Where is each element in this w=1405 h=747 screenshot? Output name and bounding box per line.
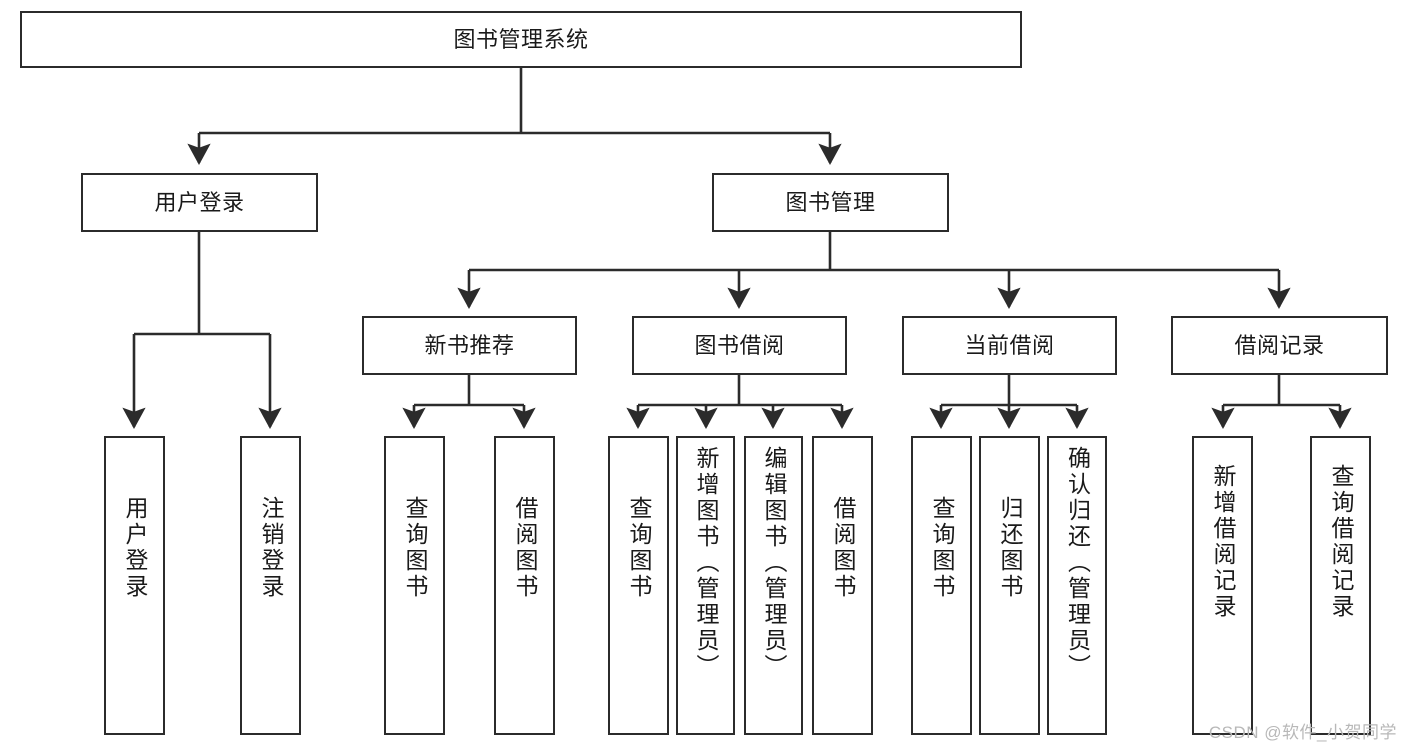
node-leaf-edit-book[interactable]: 编辑图书（管理员） bbox=[744, 436, 803, 735]
node-leaf-confirm-return-label: 确认归还（管理员） bbox=[1064, 446, 1091, 680]
node-leaf-query-book-3[interactable]: 查询图书 bbox=[911, 436, 972, 735]
node-leaf-query-record-label: 查询借阅记录 bbox=[1328, 464, 1354, 620]
node-new-book-recommend[interactable]: 新书推荐 bbox=[362, 316, 577, 375]
node-leaf-edit-book-label: 编辑图书（管理员） bbox=[761, 446, 787, 680]
node-leaf-add-record[interactable]: 新增借阅记录 bbox=[1192, 436, 1253, 735]
node-user-login[interactable]: 用户登录 bbox=[81, 173, 318, 232]
csdn-watermark: CSDN @软件_小贺同学 bbox=[1208, 723, 1397, 742]
node-leaf-borrow-book-1-label: 借阅图书 bbox=[512, 496, 538, 600]
node-book-borrow-label: 图书借阅 bbox=[694, 332, 785, 358]
node-leaf-user-login[interactable]: 用户登录 bbox=[104, 436, 165, 735]
node-leaf-query-book-3-label: 查询图书 bbox=[929, 496, 955, 600]
node-leaf-query-book-2-label: 查询图书 bbox=[626, 496, 652, 600]
node-leaf-query-book-1[interactable]: 查询图书 bbox=[384, 436, 445, 735]
node-borrow-record-label: 借阅记录 bbox=[1234, 332, 1325, 358]
node-leaf-borrow-book-2[interactable]: 借阅图书 bbox=[812, 436, 873, 735]
node-borrow-record[interactable]: 借阅记录 bbox=[1171, 316, 1388, 375]
node-book-manage-label: 图书管理 bbox=[785, 189, 876, 215]
node-leaf-add-record-label: 新增借阅记录 bbox=[1210, 464, 1236, 620]
node-leaf-return-book-label: 归还图书 bbox=[997, 496, 1023, 600]
node-current-borrow[interactable]: 当前借阅 bbox=[902, 316, 1117, 375]
node-leaf-add-book-label: 新增图书（管理员） bbox=[693, 446, 719, 680]
node-book-manage[interactable]: 图书管理 bbox=[712, 173, 949, 232]
node-leaf-add-book[interactable]: 新增图书（管理员） bbox=[676, 436, 735, 735]
node-new-book-recommend-label: 新书推荐 bbox=[424, 332, 515, 358]
node-leaf-confirm-return[interactable]: 确认归还（管理员） bbox=[1047, 436, 1107, 735]
node-current-borrow-label: 当前借阅 bbox=[964, 332, 1055, 358]
node-leaf-borrow-book-1[interactable]: 借阅图书 bbox=[494, 436, 555, 735]
node-leaf-user-login-label: 用户登录 bbox=[122, 496, 148, 600]
node-leaf-query-book-2[interactable]: 查询图书 bbox=[608, 436, 669, 735]
node-leaf-logout[interactable]: 注销登录 bbox=[240, 436, 301, 735]
node-leaf-query-record[interactable]: 查询借阅记录 bbox=[1310, 436, 1371, 735]
node-leaf-return-book[interactable]: 归还图书 bbox=[979, 436, 1040, 735]
node-root-label: 图书管理系统 bbox=[453, 26, 589, 52]
node-leaf-logout-label: 注销登录 bbox=[258, 496, 284, 600]
node-leaf-query-book-1-label: 查询图书 bbox=[402, 496, 428, 600]
node-root[interactable]: 图书管理系统 bbox=[20, 11, 1022, 68]
node-user-login-label: 用户登录 bbox=[154, 189, 245, 215]
node-book-borrow[interactable]: 图书借阅 bbox=[632, 316, 847, 375]
node-leaf-borrow-book-2-label: 借阅图书 bbox=[830, 496, 856, 600]
